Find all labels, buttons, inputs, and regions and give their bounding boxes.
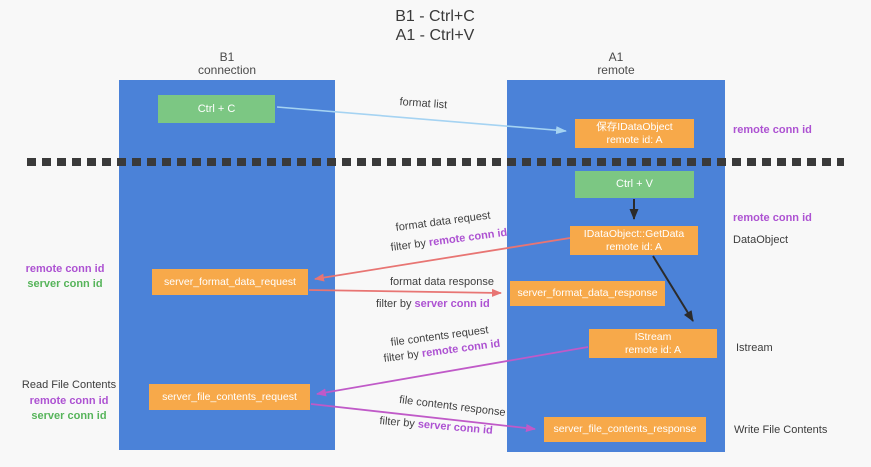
node-server-format-data-response-label: server_format_data_response [517,287,658,299]
node-server-format-data-request-label: server_format_data_request [164,275,296,288]
page-title: B1 - Ctrl+C A1 - Ctrl+V [350,7,520,45]
node-istream-line2: remote id: A [624,343,682,356]
server-conn-id-text: server conn id [414,298,490,310]
arrow-format-data-response [308,288,502,297]
remote-conn-id-text: remote conn id [428,226,508,249]
caption-format-list: format list [399,96,448,112]
node-server-format-data-response: server_format_data_response [510,281,665,306]
node-server-file-contents-response: server_file_contents_response [544,417,706,442]
server-conn-id-text: server conn id [417,418,494,437]
annotation-left-bottom: Read File Contents remote conn id server… [15,379,123,424]
node-save-idataobject-line2: remote id: A [606,133,663,146]
annotation-right-remote-mid: remote conn id [733,212,812,224]
annotation-left-mid-server: server conn id [27,278,103,290]
node-idataobject-getdata: IDataObject::GetData remote id: A [570,226,698,255]
annotation-read-file-contents: Read File Contents [21,379,117,391]
annotation-left-mid-remote: remote conn id [25,263,105,275]
annotation-left-bottom-server: server conn id [31,410,107,422]
node-server-file-contents-request: server_file_contents_request [149,384,310,410]
node-istream-line1: IStream [634,330,672,343]
annotation-right-remote-top: remote conn id [733,124,812,136]
node-server-format-data-request: server_format_data_request [152,269,308,295]
title-line-1: B1 - Ctrl+C [395,8,475,25]
node-ctrl-v: Ctrl + V [575,171,694,198]
lifeline-a1-role: remote [597,63,635,77]
node-server-file-contents-request-label: server_file_contents_request [162,390,297,403]
node-getdata-line2: remote id: A [605,240,662,253]
node-istream: IStream remote id: A [589,329,717,358]
caption-filter-server-conn-id-1: filter by server conn id [376,298,490,310]
node-save-idataobject-line1: 保存IDataObject [596,120,673,133]
caption-file-contents-response: file contents response [398,394,507,419]
node-getdata-line1: IDataObject::GetData [583,227,685,240]
annotation-dataobject: DataObject [733,234,789,246]
node-save-idataobject: 保存IDataObject remote id: A [575,119,694,148]
title-line-2: A1 - Ctrl+V [395,27,475,44]
annotation-left-bottom-remote: remote conn id [29,395,109,407]
node-ctrl-c: Ctrl + C [158,95,275,123]
lifeline-header-a1: A1 remote [556,51,676,77]
session-separator-line [27,158,844,166]
caption-filter-server-conn-id-2: filter by server conn id [378,415,494,437]
annotation-left-mid: remote conn id server conn id [15,262,115,292]
caption-format-data-response: format data response [390,276,494,288]
lifeline-header-b1: B1 connection [167,51,287,77]
lifeline-a1-name: A1 [608,50,624,64]
lifeline-b1-role: connection [197,63,257,77]
node-ctrl-v-label: Ctrl + V [616,178,653,190]
annotation-istream: Istream [736,342,773,354]
node-server-file-contents-response-label: server_file_contents_response [553,423,697,435]
lifeline-b1-name: B1 [219,50,235,64]
node-ctrl-c-label: Ctrl + C [197,102,236,115]
annotation-write-file-contents: Write File Contents [734,424,828,436]
